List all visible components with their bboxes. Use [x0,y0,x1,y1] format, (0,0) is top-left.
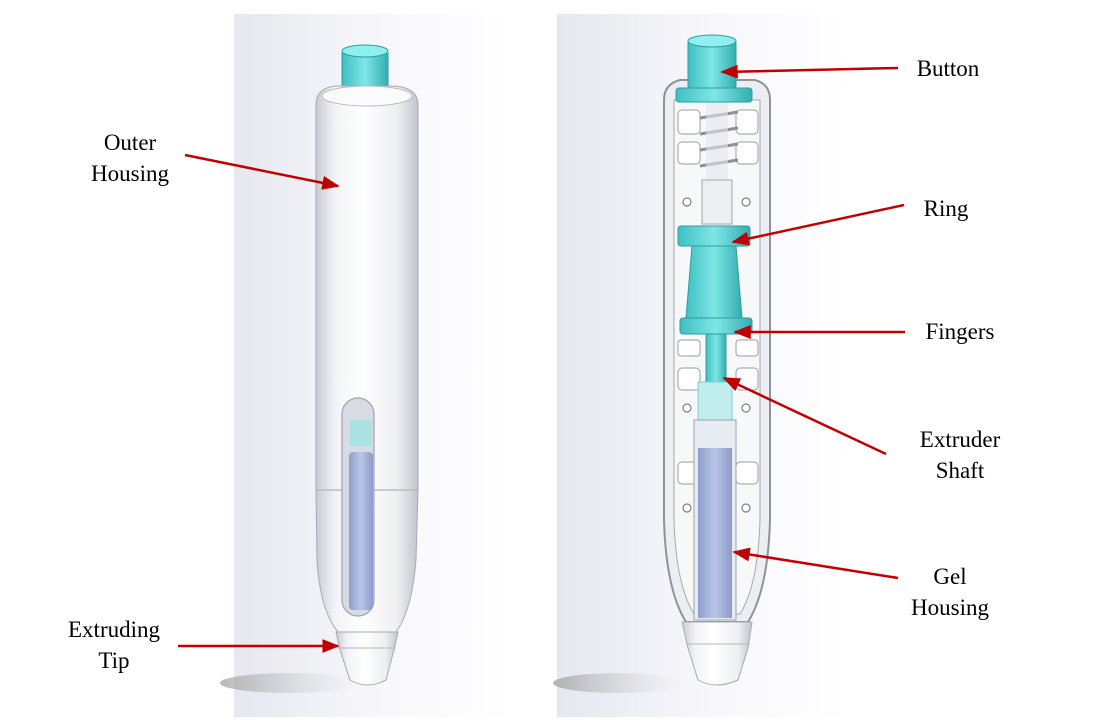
label-fingers-text: Fingers [925,319,995,344]
arrow-button [720,64,899,79]
arrow-ring [731,203,905,246]
cutaway-pen [553,34,771,693]
label-button: Button [900,53,996,84]
label-outer-housing-line1: Outer [103,130,157,155]
pen-shadow-right [553,673,683,693]
ring-part [677,225,751,247]
label-ring: Ring [908,193,984,224]
label-gel-housing-line1: Gel [933,564,967,589]
label-extruding-tip-line1: Extruding [68,617,160,642]
label-gel-housing: Gel Housing [896,561,1004,623]
label-fingers: Fingers [908,316,1012,347]
extruding-tip-shape [335,631,399,686]
arrow-extruder-shaft [722,376,887,456]
label-extruder-shaft-line2: Shaft [935,458,985,483]
label-button-text: Button [916,56,980,81]
extruder-shaft-part [705,333,727,383]
pen-shadow-left [220,673,360,693]
gel-column [349,452,373,610]
assembled-pen [220,44,419,693]
label-extruding-tip-line2: Tip [98,648,130,673]
label-outer-housing-line2: Housing [91,161,169,186]
label-extruding-tip: Extruding Tip [52,614,176,676]
label-outer-housing: Outer Housing [76,127,184,189]
label-gel-housing-line2: Housing [911,595,989,620]
label-extruder-shaft: Extruder Shaft [900,424,1020,486]
outer-housing-shape [315,85,419,491]
label-extruder-shaft-line1: Extruder [919,427,1001,452]
gel-housing-part [698,448,732,618]
label-ring-text: Ring [923,196,969,221]
arrow-outer-housing [184,153,340,190]
arrow-gel-housing [732,547,899,580]
